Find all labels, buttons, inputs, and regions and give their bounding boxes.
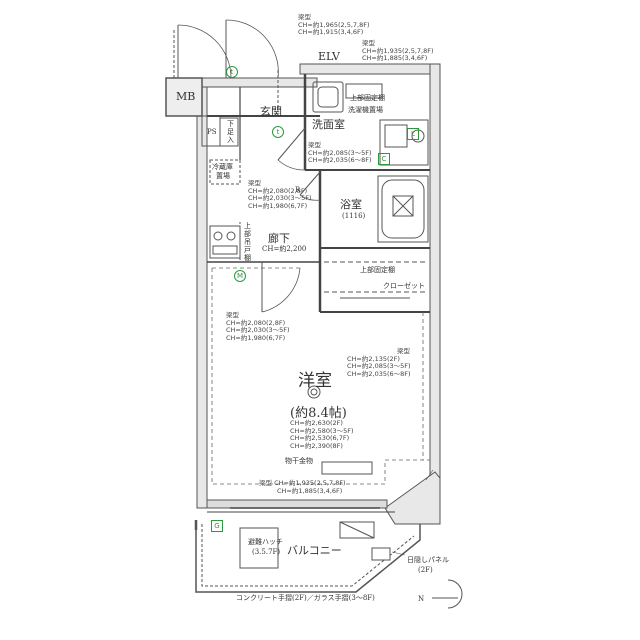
washer-place-label: 洗濯機置場 (348, 106, 383, 114)
note-line: 梁型 (362, 39, 375, 47)
closet-label: クローゼット (383, 282, 425, 290)
fridge-box (209, 159, 241, 185)
bottom-beam-note: 梁型 CH=約1,935(2,5,7,8F) CH=約1,885(3,4,6F) (259, 479, 346, 495)
mb-label: MB (176, 90, 196, 103)
railing-label: コンクリート手摺(2F)／ガラス手摺(3～8F) (236, 594, 375, 602)
note-line: CH=約2,580(3～5F) (290, 426, 354, 435)
room-left-beam-note: 梁型 CH=約2,080(2,8F) CH=約2,030(3～5F) CH=約1… (226, 311, 290, 342)
roka-ch: CH=約2,200 (262, 245, 307, 253)
washer-shelf-label: 上部固定棚 (350, 94, 385, 102)
shoe-box (219, 117, 239, 147)
note-line: CH=約1,965(2,5,7,8F) (298, 20, 370, 29)
note-line: 梁型 (308, 141, 321, 149)
hall-door (261, 262, 301, 313)
note-line: 梁型 CH=約1,935(2,5,7,8F) (259, 479, 346, 487)
closet-lines (324, 261, 428, 299)
yoshitsu-size: (約8.4帖) (290, 406, 347, 421)
note-line: CH=約1,885(3,4,6F) (362, 54, 428, 63)
marker-r: R (295, 186, 301, 194)
hanger-label: 物干金物 (285, 457, 313, 465)
hatch-line1: 避難ハッチ (248, 538, 283, 546)
fridge-label: 冷蔵庫 (212, 163, 233, 171)
genkan-label: 玄関 (260, 105, 282, 118)
ps-label: PS (207, 128, 217, 136)
walls (165, 63, 441, 525)
marker-l: L (407, 128, 419, 140)
kitchen-storage-label: 上部吊戸棚 (244, 222, 251, 262)
note-line: CH=約2,035(6～8F) (308, 156, 372, 165)
senmenshitsu-label: 洗面室 (312, 118, 345, 131)
closet-shelf-label: 上部固定棚 (360, 266, 395, 274)
note-line: CH=約2,035(6～8F) (347, 369, 411, 378)
marker-t-top: t (226, 66, 238, 78)
roka-label: 廊下 (268, 232, 290, 245)
bathtub (377, 175, 429, 243)
note-line: 梁型 (298, 13, 311, 21)
elv-label: ELV (318, 50, 340, 63)
sun-panel-label: 日隠しパネル (407, 556, 449, 564)
yoshitsu-label: 洋室 (298, 371, 332, 391)
note-line: CH=約2,080(2,8F) (248, 186, 308, 195)
compass-n-label: N (418, 595, 425, 603)
yokushitsu-size: (1116) (342, 212, 366, 220)
note-line: CH=約2,390(8F) (290, 441, 343, 450)
room-right-beam-note: 梁型 CH=約2,135(2F) CH=約2,085(3～5F) CH=約2,0… (347, 347, 411, 378)
marker-m: M (234, 270, 246, 282)
room-ch-note: CH=約2,630(2F) CH=約2,580(3～5F) CH=約2,530(… (290, 419, 354, 450)
kitchen (209, 222, 241, 262)
top-beam-note: 梁型 CH=約1,965(2,5,7,8F) CH=約1,915(3,4,6F) (298, 13, 370, 37)
note-line: CH=約2,080(2,8F) (226, 318, 286, 327)
ceiling-light (307, 385, 321, 399)
note-line: CH=約1,885(3,4,6F) (277, 486, 343, 495)
marker-t-hall: t (272, 126, 284, 138)
note-line: 梁型 (248, 179, 261, 187)
fridge-place-label: 置場 (216, 172, 230, 180)
sun-panel-floor: (2F) (418, 566, 433, 574)
note-line: CH=約2,085(3～5F) (347, 362, 411, 371)
shoe-storage-label: 下足入 (227, 120, 234, 144)
marker-c: C (378, 153, 390, 165)
hatch-line2: (3.5.7F) (252, 548, 281, 556)
note-line: CH=約1,935(2,5,7,8F) (362, 46, 434, 55)
note-line: CH=約2,135(2F) (347, 354, 400, 363)
wash-beam-note: 梁型 CH=約2,085(3～5F) CH=約2,035(6～8F) (308, 141, 372, 165)
note-line: CH=約2,530(6,7F) (290, 434, 350, 443)
note-line: 梁型 (226, 311, 239, 319)
compass (432, 579, 463, 609)
hall-beam-note: 梁型 CH=約2,080(2,8F) CH=約2,030(3～5F) CH=約1… (248, 179, 312, 210)
marker-g: G (211, 520, 223, 532)
note-line: CH=約2,030(3～5F) (226, 326, 290, 335)
note-line: 梁型 (397, 347, 410, 355)
note-line: CH=約1,980(6,7F) (226, 333, 286, 342)
balcony (194, 520, 421, 593)
note-line: CH=約1,980(6,7F) (248, 201, 308, 210)
note-line: CH=約2,085(3～5F) (308, 148, 372, 157)
note-line: CH=約2,630(2F) (290, 419, 343, 427)
wash-door (277, 127, 306, 171)
balcony-label: バルコニー (287, 544, 342, 557)
bath-door (299, 171, 321, 201)
washbasin (312, 81, 383, 113)
note-line: CH=約2,030(3～5F) (248, 194, 312, 203)
yokushitsu-label: 浴室 (340, 198, 362, 211)
elv-beam-note: 梁型 CH=約1,935(2,5,7,8F) CH=約1,885(3,4,6F) (362, 39, 434, 63)
note-line: CH=約1,915(3,4,6F) (298, 28, 364, 37)
hanger-bar (321, 461, 373, 475)
